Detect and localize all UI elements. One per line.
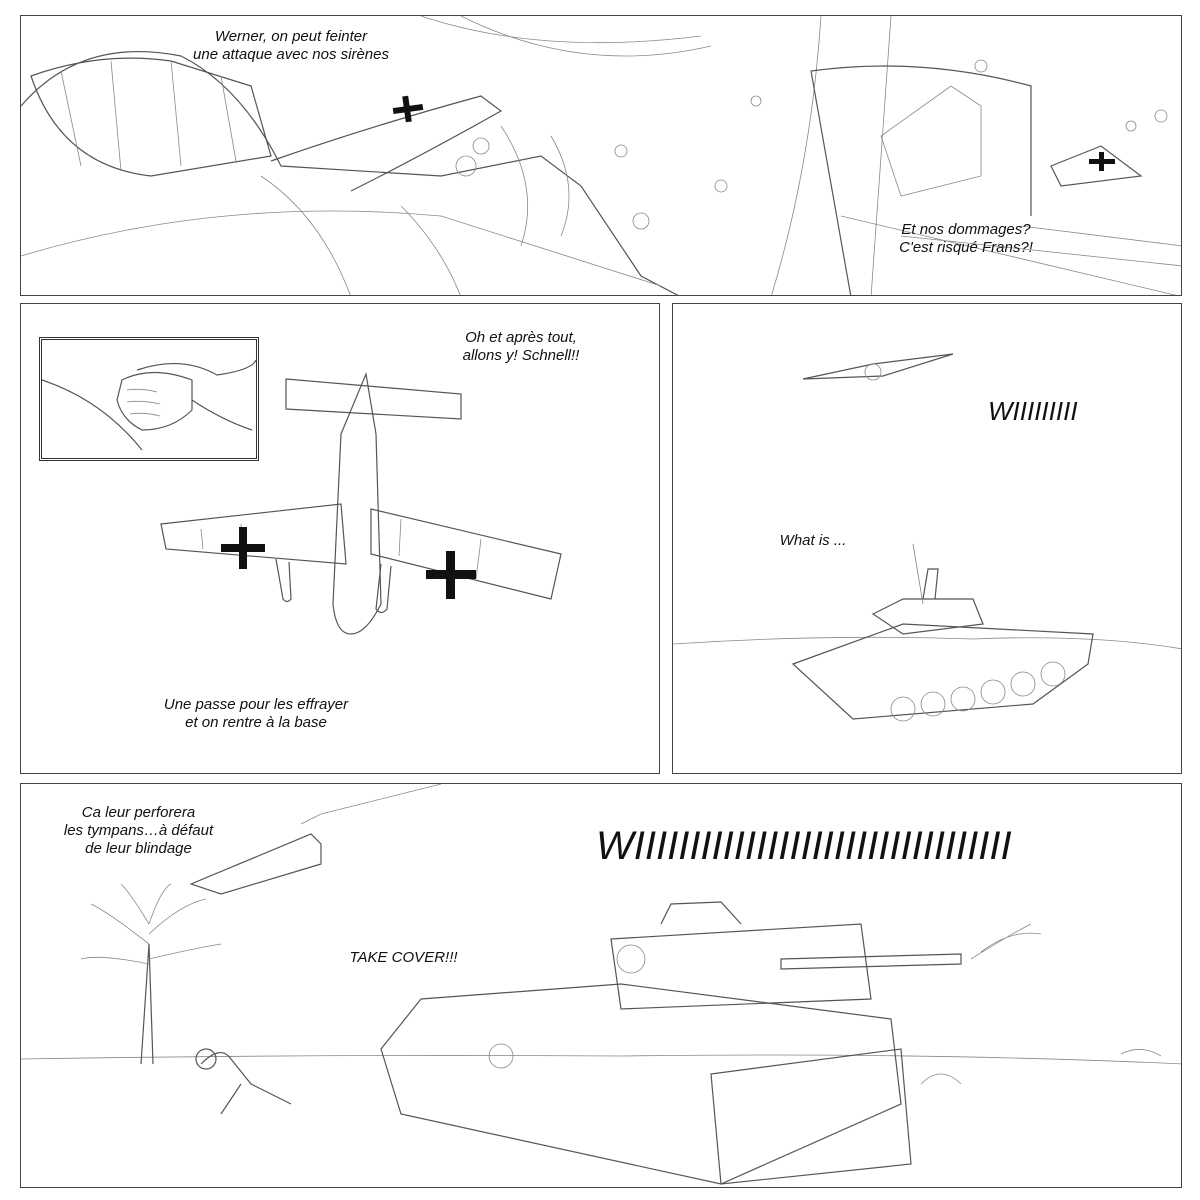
panel-4-take-cover: Ca leur perforera les tympans…à défaut d…: [20, 783, 1182, 1188]
inset-hand-gripping-stick: [39, 337, 259, 461]
sound-effect-siren-long: WIIIIIIIIIIIIIIIIIIIIIIIIIIIIIIIIII: [596, 824, 1012, 868]
speech-bubble-damages: Et nos dommages? C'est risqué Frans?!: [899, 221, 1033, 256]
speech-bubble-ca-leur-perforera: Ca leur perforera les tympans…à défaut d…: [63, 804, 214, 857]
stuka-plane-drawing: [160, 371, 562, 635]
sound-effect-siren-short: WIIIIIIIII: [988, 396, 1078, 426]
speech-bubble-une-passe: Une passe pour les effrayer et on rentre…: [163, 696, 349, 731]
speech-bubble-what-is: What is ...: [779, 532, 847, 549]
speech-bubble-werner: Werner, on peut feinter une attaque avec…: [193, 28, 389, 63]
speech-bubble-take-cover: TAKE COVER!!!: [349, 949, 458, 966]
panel-3-tank-alert: WIIIIIIIII What is ...: [672, 303, 1182, 774]
panel-2-stuka-dive: Oh et après tout, allons y! Schnell!! Un…: [20, 303, 660, 774]
hand-drawing: [41, 359, 257, 451]
tank-tree-soldier-drawing: [21, 784, 1181, 1185]
speech-bubble-schnell: Oh et après tout, allons y! Schnell!!: [462, 329, 580, 364]
stuka-cockpit-and-battlefield-drawing: [21, 16, 1181, 295]
tank-and-plane-drawing: [673, 353, 1181, 722]
panel-1-cockpit-view: Werner, on peut feinter une attaque avec…: [20, 15, 1182, 296]
